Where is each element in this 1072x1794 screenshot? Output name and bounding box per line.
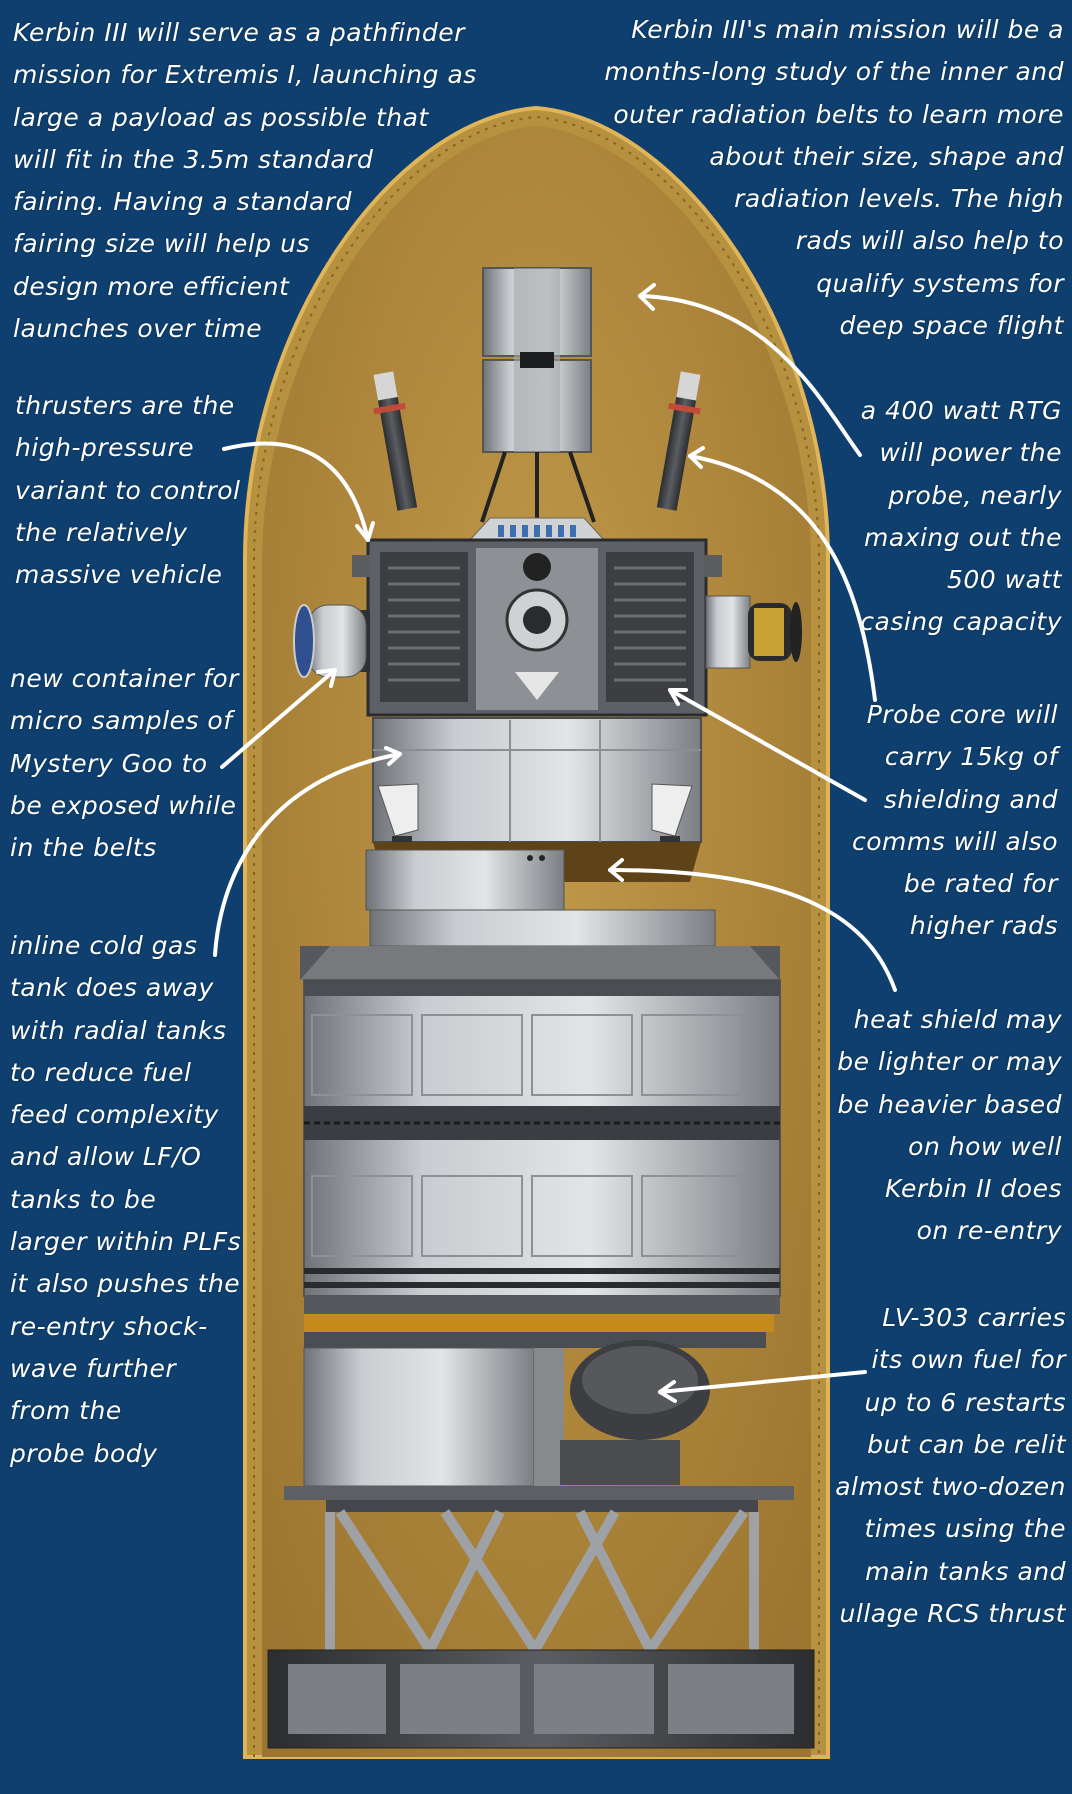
probe-core — [352, 540, 722, 715]
annotation-engine: LV-303 carries its own fuel for up to 6 … — [826, 1297, 1066, 1635]
annotation-top-right: Kerbin III's main mission will be a mont… — [600, 9, 1064, 347]
annotation-top-left: Kerbin III will serve as a pathfinder mi… — [13, 12, 483, 350]
annotation-goo-container: new container for micro samples of Myste… — [10, 658, 245, 869]
goo-container — [294, 605, 370, 677]
annotation-heat-shield: heat shield may be lighter or may be hea… — [834, 999, 1062, 1253]
annotation-probe-core: Probe core will carry 15kg of shielding … — [848, 694, 1058, 948]
service-module — [373, 718, 701, 852]
fuel-tanks — [304, 980, 780, 1348]
annotation-cold-gas-tank: inline cold gas tank does away with radi… — [10, 925, 250, 1475]
annotation-rtg: a 400 watt RTG will power the probe, nea… — [830, 390, 1062, 644]
lv-303-engine — [304, 1340, 710, 1486]
experiment-right — [706, 596, 802, 668]
annotation-thrusters: thrusters are the high-pressure variant … — [15, 385, 250, 596]
decoupler — [268, 1650, 814, 1748]
cold-gas-tank — [300, 910, 780, 980]
